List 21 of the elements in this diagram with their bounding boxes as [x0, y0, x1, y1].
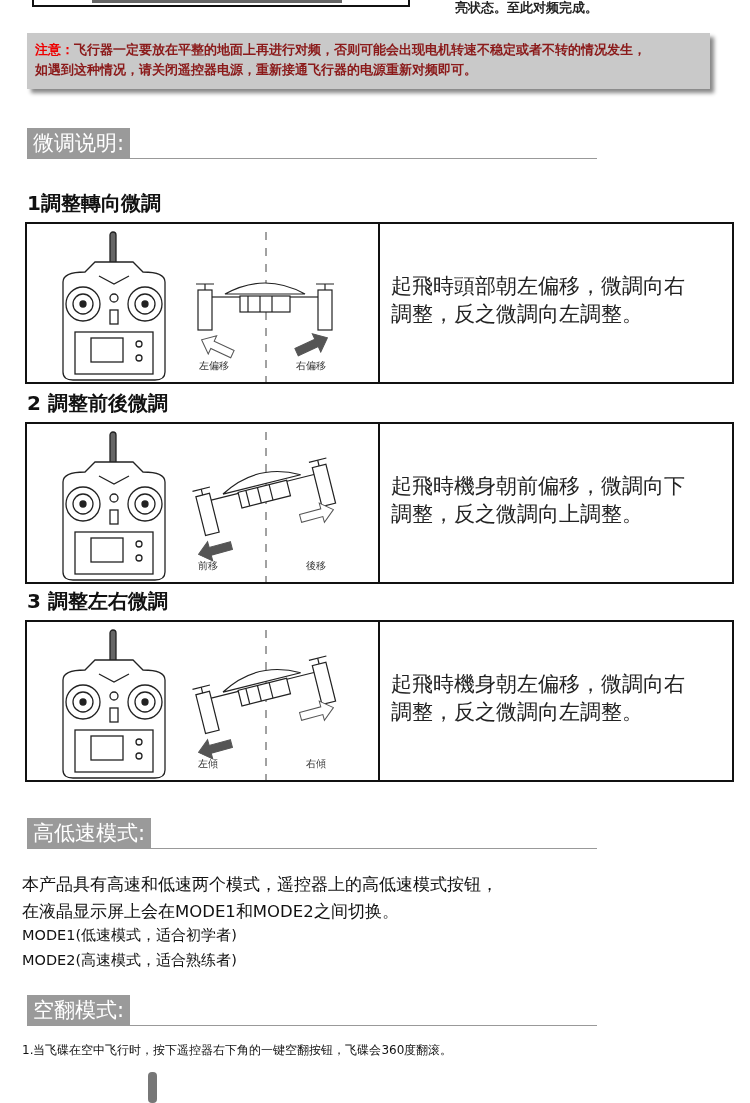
panel-heading: 1調整轉向微調: [27, 190, 161, 217]
panel-heading: 2 調整前後微調: [27, 390, 168, 417]
arrow-label: 左傾: [198, 757, 218, 771]
section-heading: 空翻模式:: [27, 995, 131, 1025]
notice-box: 注意：飞行器一定要放在平整的地面上再进行对频，否则可能会出现电机转速不稳定或者不转的情况发生，如遇到这种情况，请关闭遥控器电源，重新接通飞行器的电源重新对频即可。: [27, 33, 710, 89]
mode-text: MODE1(低速模式，适合初学者): [22, 926, 237, 945]
section-heading: 高低速模式:: [27, 818, 152, 848]
paragraph: 本产品具有高速和低速两个模式，遥控器上的高低速模式按钮，在液晶显示屏上会在MODE1和MODE2之间切换。: [22, 874, 499, 923]
instruction-text: 1.当飞碟在空中飞行时，按下遥控器右下角的一键空翻按钮，飞碟会360度翻滚。: [22, 1042, 453, 1059]
arrow-label: 前移: [198, 559, 218, 573]
arrow-label: 後移: [306, 559, 326, 573]
instruction-text: 起飛時機身朝前偏移，微調向下調整，反之微調向上調整。: [391, 473, 686, 528]
section-heading: 微调说明:: [27, 128, 131, 158]
arrow-label: 右傾: [306, 757, 326, 771]
instruction-text: 起飛時機身朝左偏移，微調向右調整，反之微調向左調整。: [391, 671, 686, 726]
arrow-label: 左偏移: [199, 359, 229, 373]
note-text: 亮状态。至此对频完成。: [455, 0, 598, 16]
instruction-text: 起飛時頭部朝左偏移，微調向右調整，反之微調向左調整。: [391, 273, 686, 328]
mode-text: MODE2(高速模式，适合熟练者): [22, 951, 237, 970]
arrow-label: 右偏移: [296, 359, 326, 373]
panel-heading: 3 調整左右微調: [27, 588, 168, 615]
